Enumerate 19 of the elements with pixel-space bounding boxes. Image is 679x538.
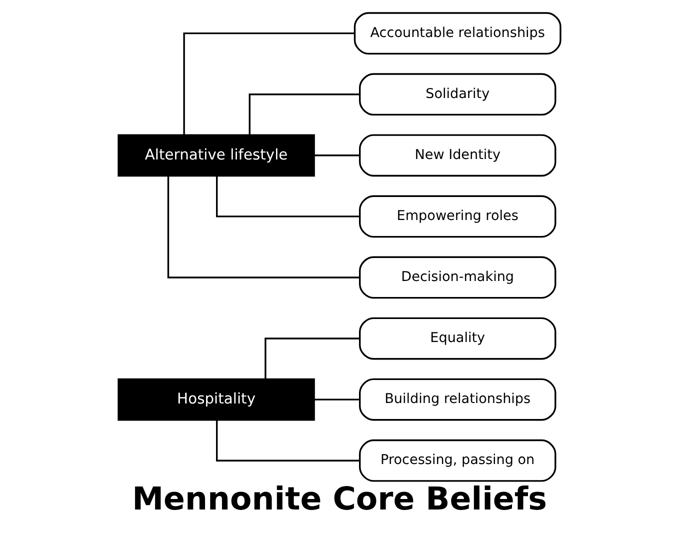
connector [264, 338, 360, 379]
diagram-title: Mennonite Core Beliefs [132, 482, 547, 518]
node-box: Hospitality [118, 378, 315, 421]
node-box: Alternative lifestyle [118, 134, 315, 177]
connector [216, 420, 360, 462]
node-box: Equality [359, 317, 556, 360]
node-box: Empowering roles [359, 195, 556, 238]
connector [248, 94, 360, 135]
connector [183, 32, 355, 135]
connector [314, 154, 360, 156]
node-box: Solidarity [359, 73, 556, 116]
node-box: Decision-making [359, 256, 556, 299]
node-box: Building relationships [359, 378, 556, 421]
node-box: Accountable relationships [354, 12, 562, 55]
connector [216, 176, 360, 218]
node-box: Processing, passing on [359, 439, 556, 482]
connector [167, 176, 360, 278]
node-box: New Identity [359, 134, 556, 177]
connector [314, 398, 360, 400]
